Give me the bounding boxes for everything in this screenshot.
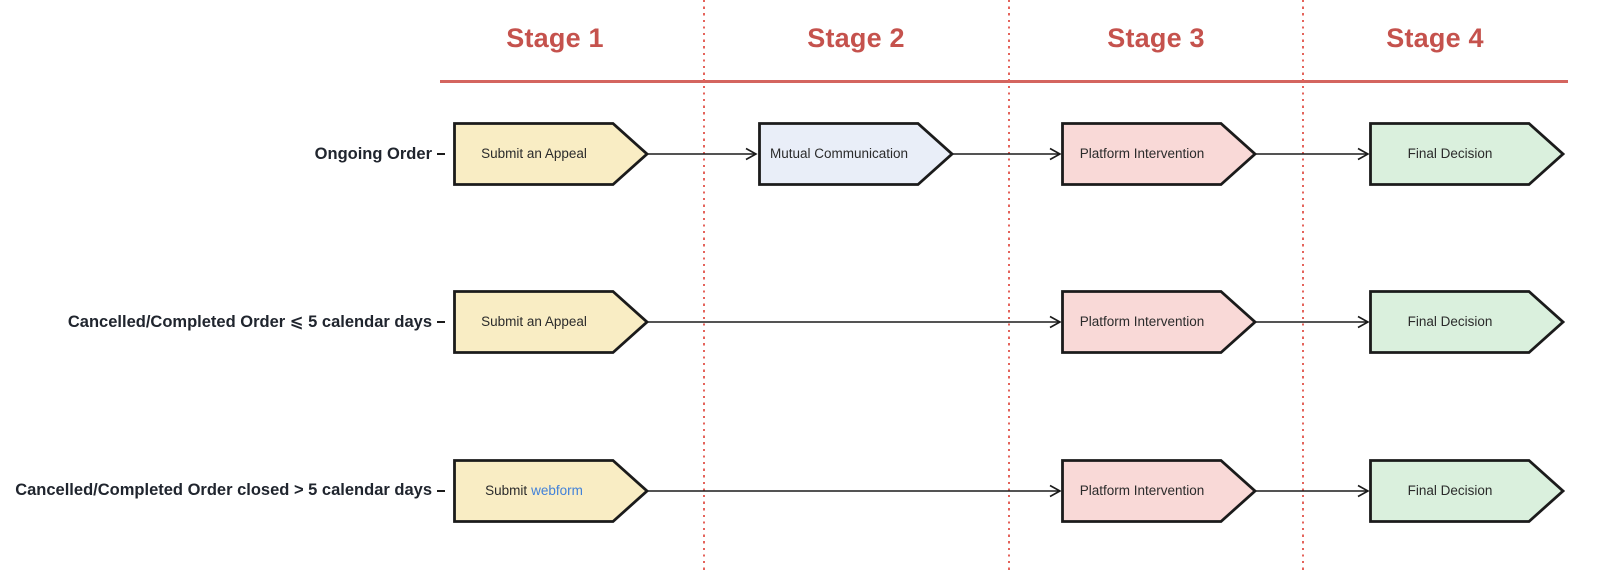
row-label-cancelled-after-5d: Cancelled/Completed Order closed > 5 cal… xyxy=(15,481,432,499)
row-1-leader-tick xyxy=(437,153,445,155)
stage-divider-3 xyxy=(1302,0,1304,572)
pentagon-arrow-shape xyxy=(1061,459,1257,523)
stage-header-rule xyxy=(440,80,1568,83)
row-label-ongoing-order: Ongoing Order xyxy=(314,145,432,163)
node-mutual-communication: Mutual Communication xyxy=(758,122,954,186)
pentagon-arrow-shape xyxy=(453,459,649,523)
row-3-leader-tick xyxy=(437,490,445,492)
pentagon-arrow-shape xyxy=(1369,459,1565,523)
arrow-row2-stage3-to-stage4 xyxy=(1254,313,1370,336)
pentagon-arrow-shape xyxy=(453,290,649,354)
step-label: Final Decision xyxy=(1407,314,1493,329)
arrow-row3-stage3-to-stage4 xyxy=(1254,482,1370,505)
webform-link[interactable]: webform xyxy=(531,483,583,498)
pentagon-arrow-shape xyxy=(1061,290,1257,354)
stage-1-header: Stage 1 xyxy=(506,23,604,53)
pentagon-arrow-shape xyxy=(758,122,954,186)
pentagon-arrow-shape xyxy=(453,122,649,186)
node-submit-appeal-row1: Submit an Appeal xyxy=(453,122,649,186)
step-label: Final Decision xyxy=(1407,146,1493,161)
step-label: Platform Intervention xyxy=(1079,483,1205,498)
node-platform-intervention-row2: Platform Intervention xyxy=(1061,290,1257,354)
node-submit-webform: Submit webform xyxy=(453,459,649,523)
step-label: Platform Intervention xyxy=(1079,146,1205,161)
node-final-decision-row2: Final Decision xyxy=(1369,290,1565,354)
stage-divider-1 xyxy=(703,0,705,572)
stage-4-header: Stage 4 xyxy=(1386,23,1484,53)
stage-3-header: Stage 3 xyxy=(1107,23,1205,53)
node-platform-intervention-row1: Platform Intervention xyxy=(1061,122,1257,186)
step-label: Final Decision xyxy=(1407,483,1493,498)
step-label-text: Submit xyxy=(485,483,528,498)
arrow-row2-stage1-to-stage3 xyxy=(648,313,1062,336)
node-final-decision-row3: Final Decision xyxy=(1369,459,1565,523)
step-label: Submit an Appeal xyxy=(481,314,587,329)
step-label: Platform Intervention xyxy=(1079,314,1205,329)
arrow-row1-stage2-to-stage3 xyxy=(952,145,1062,168)
node-final-decision-row1: Final Decision xyxy=(1369,122,1565,186)
pentagon-arrow-shape xyxy=(1061,122,1257,186)
stage-2-header: Stage 2 xyxy=(807,23,905,53)
arrow-row3-stage1-to-stage3 xyxy=(648,482,1062,505)
row-2-leader-tick xyxy=(437,321,445,323)
pentagon-arrow-shape xyxy=(1369,290,1565,354)
arrow-row1-stage3-to-stage4 xyxy=(1254,145,1370,168)
row-label-cancelled-within-5d: Cancelled/Completed Order ⩽ 5 calendar d… xyxy=(67,313,432,331)
step-label: Submit webform xyxy=(455,459,613,523)
pentagon-arrow-shape xyxy=(1369,122,1565,186)
stage-divider-2 xyxy=(1008,0,1010,572)
node-submit-appeal-row2: Submit an Appeal xyxy=(453,290,649,354)
step-label: Submit an Appeal xyxy=(481,146,587,161)
node-platform-intervention-row3: Platform Intervention xyxy=(1061,459,1257,523)
arrow-row1-stage1-to-stage2 xyxy=(648,145,758,168)
step-label: Mutual Communication xyxy=(769,146,909,161)
